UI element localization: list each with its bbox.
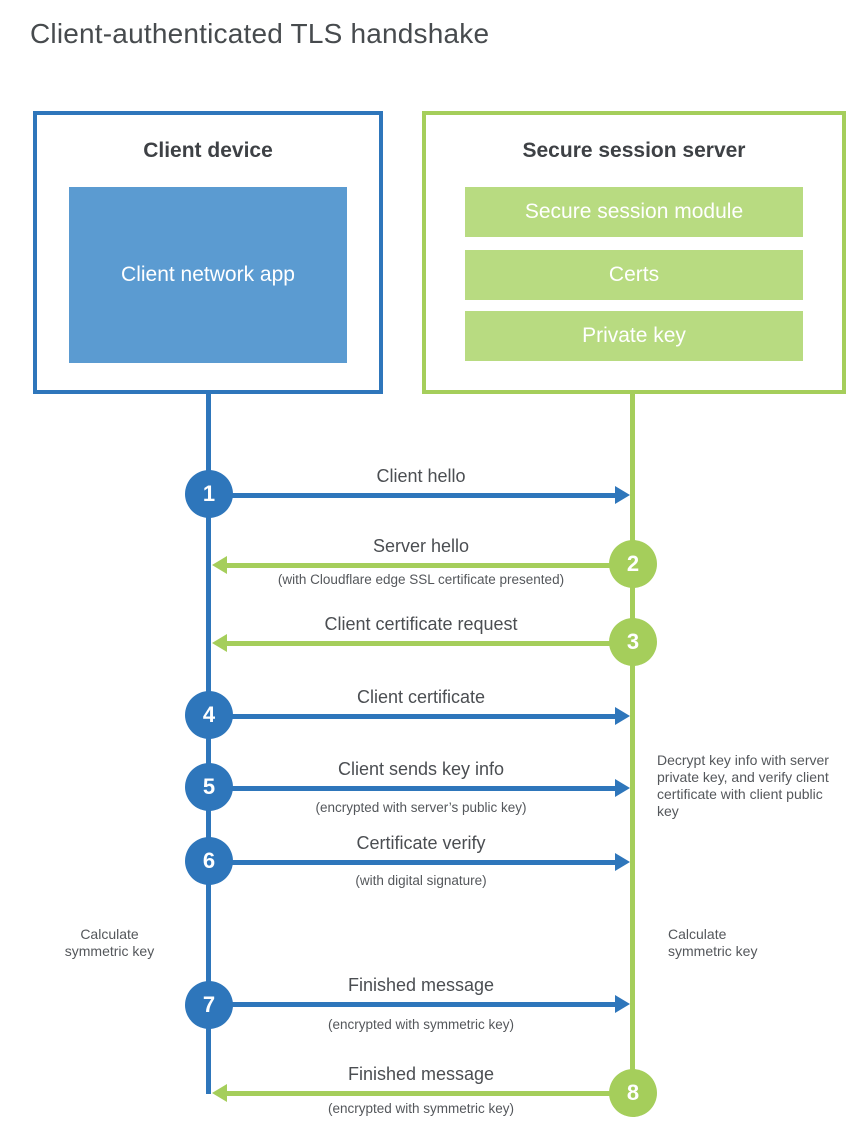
server-module-secure-session: Secure session module	[465, 187, 803, 237]
step-8-arrow-head	[212, 1084, 227, 1102]
step-2-arrow-line	[227, 563, 633, 568]
step-3-arrow-head	[212, 634, 227, 652]
decrypt-key-info-note: Decrypt key info with server private key…	[657, 752, 829, 819]
step-6-sublabel: (with digital signature)	[355, 873, 487, 888]
step-8-label: Finished message	[347, 1064, 495, 1084]
server-module-private-key: Private key	[465, 311, 803, 361]
server-module-secure-session-label: Secure session module	[524, 200, 744, 223]
step-3-label: Client certificate request	[324, 614, 518, 634]
step-8-badge: 8	[609, 1069, 657, 1117]
calculate-symmetric-key-client-note: Calculate symmetric key	[64, 926, 155, 959]
client-device-title: Client device	[143, 139, 273, 162]
step-5-arrow-line	[209, 786, 615, 791]
step-7-arrow-head	[615, 995, 630, 1013]
server-module-private-key-label: Private key	[582, 324, 686, 347]
step-5-label: Client sends key info	[337, 759, 505, 779]
step-7-badge: 7	[185, 981, 233, 1029]
client-lifeline	[206, 392, 211, 1094]
step-6-label: Certificate verify	[356, 833, 486, 853]
step-7-label: Finished message	[347, 975, 495, 995]
client-network-app-label: Client network app	[121, 263, 295, 287]
server-module-certs-label: Certs	[608, 263, 660, 286]
step-5-sublabel: (encrypted with server’s public key)	[315, 800, 527, 815]
step-5-arrow-head	[615, 779, 630, 797]
step-6-arrow-head	[615, 853, 630, 871]
step-1-arrow-line	[209, 493, 615, 498]
step-8-arrow-line	[227, 1091, 633, 1096]
step-3-badge: 3	[609, 618, 657, 666]
step-5-badge: 5	[185, 763, 233, 811]
step-7-arrow-line	[209, 1002, 615, 1007]
step-2-arrow-head	[212, 556, 227, 574]
server-lifeline	[630, 393, 635, 1094]
step-4-badge: 4	[185, 691, 233, 739]
step-2-badge: 2	[609, 540, 657, 588]
server-module-certs: Certs	[465, 250, 803, 300]
secure-session-server-title: Secure session server	[522, 139, 746, 162]
step-1-arrow-head	[615, 486, 630, 504]
step-2-label: Server hello	[372, 536, 470, 556]
calculate-symmetric-key-server-note: Calculate symmetric key	[668, 926, 758, 959]
step-4-label: Client certificate	[356, 687, 486, 707]
page-title: Client-authenticated TLS handshake	[30, 18, 490, 49]
step-1-label: Client hello	[376, 466, 466, 486]
step-6-arrow-line	[209, 860, 615, 865]
step-4-arrow-line	[209, 714, 615, 719]
step-2-sublabel: (with Cloudflare edge SSL certificate pr…	[277, 572, 565, 587]
step-6-badge: 6	[185, 837, 233, 885]
step-1-badge: 1	[185, 470, 233, 518]
client-network-app-box: Client network app	[69, 187, 347, 363]
secure-session-server-box: Secure session server Secure session mod…	[422, 111, 846, 394]
client-device-box: Client device Client network app	[33, 111, 383, 394]
step-8-sublabel: (encrypted with symmetric key)	[327, 1101, 515, 1116]
step-7-sublabel: (encrypted with symmetric key)	[327, 1017, 515, 1032]
step-3-arrow-line	[227, 641, 633, 646]
step-4-arrow-head	[615, 707, 630, 725]
